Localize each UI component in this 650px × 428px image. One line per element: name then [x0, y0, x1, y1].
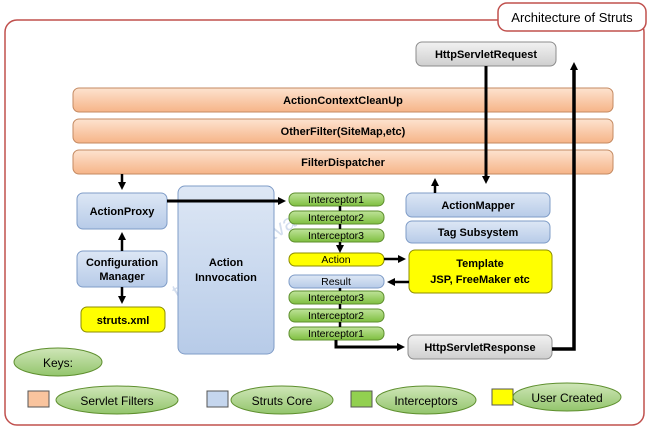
- svg-text:Action: Action: [209, 257, 244, 269]
- svg-text:Interceptor1: Interceptor1: [308, 328, 364, 340]
- title-tab: Architecture of Struts: [497, 2, 647, 32]
- action-invocation-node: Action Innvocation: [177, 185, 275, 355]
- legend-swatch-struts-core: [206, 390, 229, 408]
- legend-swatch-interceptors: [350, 390, 373, 408]
- legend-label-user-created: User Created: [531, 391, 602, 405]
- http-response-node: HttpServletResponse: [407, 334, 553, 360]
- interceptor-in-1: [288, 192, 385, 207]
- svg-text:Configuration: Configuration: [86, 257, 158, 269]
- svg-text:HttpServletResponse: HttpServletResponse: [424, 342, 535, 354]
- action-context-cleanup-filter: ActionContextCleanUp: [72, 87, 614, 113]
- action-mapper-node: ActionMapper: [405, 192, 551, 218]
- legend-label-bubble-struts-core: [230, 385, 334, 415]
- legend-label-servlet-filters: Servlet Filters: [80, 394, 153, 408]
- svg-text:HttpServletRequest: HttpServletRequest: [435, 49, 537, 61]
- interceptor-in-2: [288, 210, 385, 225]
- svg-text:Interceptor1: Interceptor1: [308, 194, 364, 206]
- svg-text:Result: Result: [321, 276, 351, 288]
- tag-subsystem-node: Tag Subsystem: [405, 220, 551, 244]
- legend-swatch-servlet-filters: [27, 390, 50, 408]
- svg-text:struts.xml: struts.xml: [97, 315, 150, 327]
- result-node: Result: [288, 274, 385, 289]
- svg-text:OtherFilter(SiteMap,etc): OtherFilter(SiteMap,etc): [281, 126, 406, 138]
- interceptor-stack-out: Interceptor3 Interceptor2 Interceptor1: [288, 290, 385, 341]
- legend-label-bubble-servlet-filters: [55, 385, 179, 415]
- svg-text:Keys:: Keys:: [43, 356, 73, 370]
- interceptor-stack-in: Interceptor1 Interceptor2 Interceptor3: [288, 192, 385, 243]
- filter-dispatcher: FilterDispatcher: [72, 149, 614, 175]
- svg-text:Action: Action: [321, 254, 350, 266]
- diagram-title: Architecture of Struts: [511, 10, 633, 25]
- interceptor-in-3: [288, 228, 385, 243]
- action-node: Action: [288, 252, 385, 267]
- svg-text:Tag Subsystem: Tag Subsystem: [438, 227, 519, 239]
- connectors: [118, 62, 578, 351]
- svg-text:ActionProxy: ActionProxy: [90, 206, 156, 218]
- keys-title-bubble: [13, 347, 103, 377]
- legend-label-bubble-interceptors: [375, 385, 477, 415]
- svg-text:Interceptor3: Interceptor3: [308, 230, 364, 242]
- legend-label-struts-core: Struts Core: [252, 394, 313, 408]
- interceptor-out-3: [288, 290, 385, 305]
- interceptor-out-2: [288, 308, 385, 323]
- svg-text:ActionMapper: ActionMapper: [441, 200, 515, 212]
- response-return-arrow: [552, 62, 578, 351]
- legend-label-bubble-user-created: [512, 382, 622, 412]
- svg-text:Template: Template: [456, 258, 503, 270]
- struts-xml-node: struts.xml: [80, 306, 166, 333]
- svg-text:JSP, FreeMaker etc: JSP, FreeMaker etc: [430, 274, 529, 286]
- svg-text:ActionContextCleanUp: ActionContextCleanUp: [283, 95, 403, 107]
- other-filter: OtherFilter(SiteMap,etc): [72, 118, 614, 144]
- template-node: Template JSP, FreeMaker etc: [408, 249, 553, 294]
- action-proxy-node: ActionProxy: [76, 192, 168, 230]
- svg-text:Interceptor2: Interceptor2: [308, 212, 364, 224]
- svg-text:Innvocation: Innvocation: [195, 272, 257, 284]
- interceptor-to-response-arrow: [334, 340, 405, 351]
- configuration-manager-node: Configuration Manager: [76, 250, 168, 288]
- svg-text:Interceptor3: Interceptor3: [308, 292, 364, 304]
- legend-swatch-user-created: [491, 388, 514, 406]
- http-request-node: HttpServletRequest: [415, 41, 557, 67]
- keys-legend: Keys: Servlet Filters Struts Core Interc…: [13, 347, 622, 415]
- svg-text:FilterDispatcher: FilterDispatcher: [301, 157, 385, 169]
- svg-text:Interceptor2: Interceptor2: [308, 310, 364, 322]
- svg-text:Manager: Manager: [99, 271, 145, 283]
- legend-label-interceptors: Interceptors: [394, 394, 457, 408]
